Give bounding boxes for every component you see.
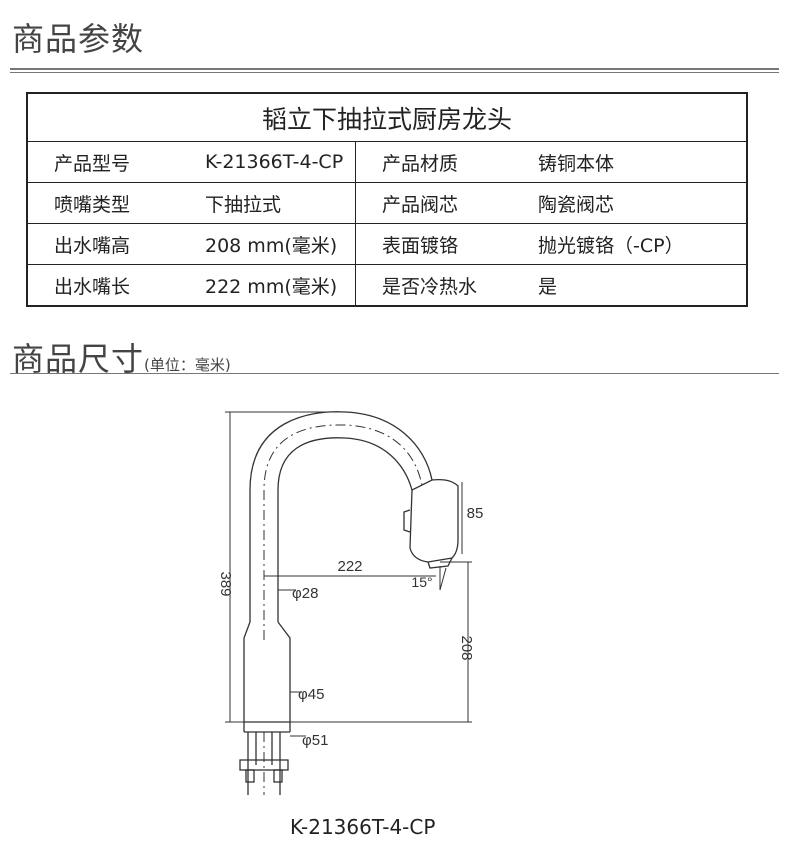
dim-reach-label: 222: [337, 558, 362, 575]
spray-head: [409, 478, 459, 563]
param-value: 222 mm(毫米): [179, 264, 356, 307]
dim-d45-label: φ45: [298, 686, 324, 703]
param-label: 是否冷热水: [355, 264, 512, 307]
dim-d51-label: φ51: [302, 732, 328, 749]
param-value: 陶瓷阀芯: [512, 182, 748, 224]
faucet-outline: [239, 411, 459, 795]
param-label: 产品型号: [26, 141, 179, 183]
section-dimensions-label: 商品尺寸: [12, 340, 145, 378]
param-label: 出水嘴长: [26, 264, 179, 307]
spout-outer: [249, 411, 433, 622]
hose-fitting: [273, 769, 283, 783]
param-value: 铸铜本体: [512, 141, 748, 183]
faucet-base: [243, 621, 291, 723]
param-label: 表面镀铬: [355, 223, 512, 265]
unit-note: (单位：毫米): [144, 356, 231, 374]
param-label: 产品阀芯: [355, 182, 512, 224]
angle-line: [439, 567, 447, 591]
spout-inner: [277, 437, 413, 622]
table-row: 产品型号 K-21366T-4-CP 产品材质 铸铜本体: [26, 141, 748, 183]
param-label: 出水嘴高: [26, 223, 179, 265]
spout-centerline: [263, 424, 423, 640]
section-title-params: 商品参数: [12, 20, 145, 58]
param-value: 是: [512, 264, 748, 307]
dimension-labels: 389 222 208 85 15° φ28 φ45 φ51: [217, 505, 483, 749]
hose-fitting: [245, 769, 255, 783]
table-row: 出水嘴高 208 mm(毫米) 表面镀铬 抛光镀铬（-CP）: [26, 223, 748, 265]
dim-angle-label: 15°: [411, 574, 432, 590]
param-value: 抛光镀铬（-CP）: [512, 223, 748, 265]
table-row: 出水嘴长 222 mm(毫米) 是否冷热水 是: [26, 264, 748, 307]
table-row: 喷嘴类型 下抽拉式 产品阀芯 陶瓷阀芯: [26, 182, 748, 224]
param-label: 喷嘴类型: [26, 182, 179, 224]
params-table: 韬立下抽拉式厨房龙头 产品型号 K-21366T-4-CP 产品材质 铸铜本体 …: [26, 92, 748, 307]
product-name: 韬立下抽拉式厨房龙头: [26, 92, 748, 142]
dim-d28-label: φ28: [292, 585, 318, 602]
spray-button: [403, 509, 411, 533]
dim-head-label: 85: [467, 505, 484, 522]
section-divider-thin: [10, 72, 779, 73]
mounting-nut: [239, 759, 289, 771]
table-title-row: 韬立下抽拉式厨房龙头: [26, 92, 748, 142]
section-title-dimensions: 商品尺寸(单位：毫米): [12, 334, 231, 380]
faucet-dimension-drawing: 389 222 208 85 15° φ28 φ45 φ51: [217, 411, 483, 795]
model-number: K-21366T-4-CP: [290, 815, 436, 839]
param-value: 下抽拉式: [179, 182, 356, 224]
dimension-lines: [225, 411, 472, 737]
dim-height-label: 389: [217, 571, 234, 596]
param-label: 产品材质: [355, 141, 512, 183]
section-divider: [10, 373, 779, 374]
section-divider: [10, 68, 779, 70]
dim-spout-height-label: 208: [458, 635, 475, 660]
param-value: K-21366T-4-CP: [179, 141, 356, 183]
param-value: 208 mm(毫米): [179, 223, 356, 265]
